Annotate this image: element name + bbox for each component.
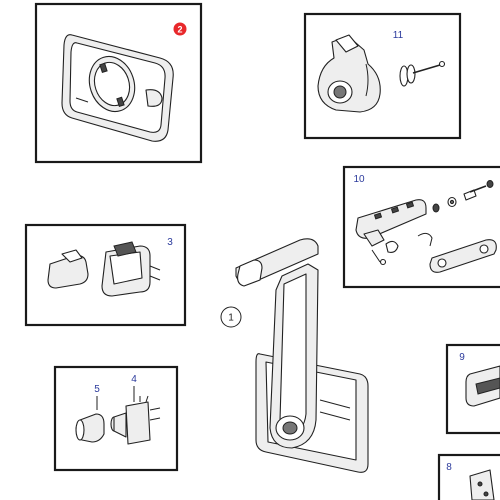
lever-drawing (235, 238, 369, 473)
switch-cap-drawing (47, 249, 89, 289)
panel-frame (342, 165, 500, 289)
callout-10: 10 (353, 174, 365, 185)
panel-part-4-5[interactable]: 5 4 (53, 365, 179, 472)
highlight-badge (173, 22, 187, 36)
callout-11: 11 (393, 30, 404, 41)
callout-1-circle (220, 306, 242, 328)
panel-frame (34, 2, 203, 164)
callout-8: 8 (446, 462, 452, 473)
spring-pin-drawing (399, 60, 446, 87)
panel-part-8[interactable]: 8 (437, 453, 500, 500)
label-plate-drawing (465, 365, 500, 407)
panel-frame (303, 12, 462, 140)
detent-housing-drawing (317, 34, 381, 113)
callout-2: 2 (177, 25, 182, 35)
callout-5: 5 (94, 384, 100, 395)
callout-3: 3 (167, 237, 173, 248)
panel-frame (437, 453, 500, 500)
cover-plate-drawing (61, 34, 174, 142)
panel-frame (24, 223, 187, 327)
panel-frame (445, 343, 500, 435)
callout-9: 9 (459, 352, 465, 363)
callout-4: 4 (131, 374, 137, 385)
bracket-drawing (469, 469, 495, 500)
panel-part-9[interactable]: 9 (445, 343, 500, 435)
push-switch-drawing (110, 395, 161, 445)
knob-cap-drawing (75, 413, 105, 443)
link-plate-drawing (417, 232, 497, 273)
panel-part-2[interactable]: 2 (34, 2, 203, 164)
panel-part-10[interactable]: 10 (342, 165, 500, 289)
rocker-switch-drawing (101, 241, 161, 297)
lock-bar-drawing (355, 199, 427, 266)
panel-part-11[interactable]: 11 (303, 12, 462, 140)
callout-1: 1 (228, 313, 234, 324)
panel-part-3[interactable]: 3 (24, 223, 187, 327)
panel-frame (53, 365, 179, 472)
main-control-lever[interactable]: 1 (220, 238, 369, 473)
fasteners-drawing (385, 180, 494, 253)
